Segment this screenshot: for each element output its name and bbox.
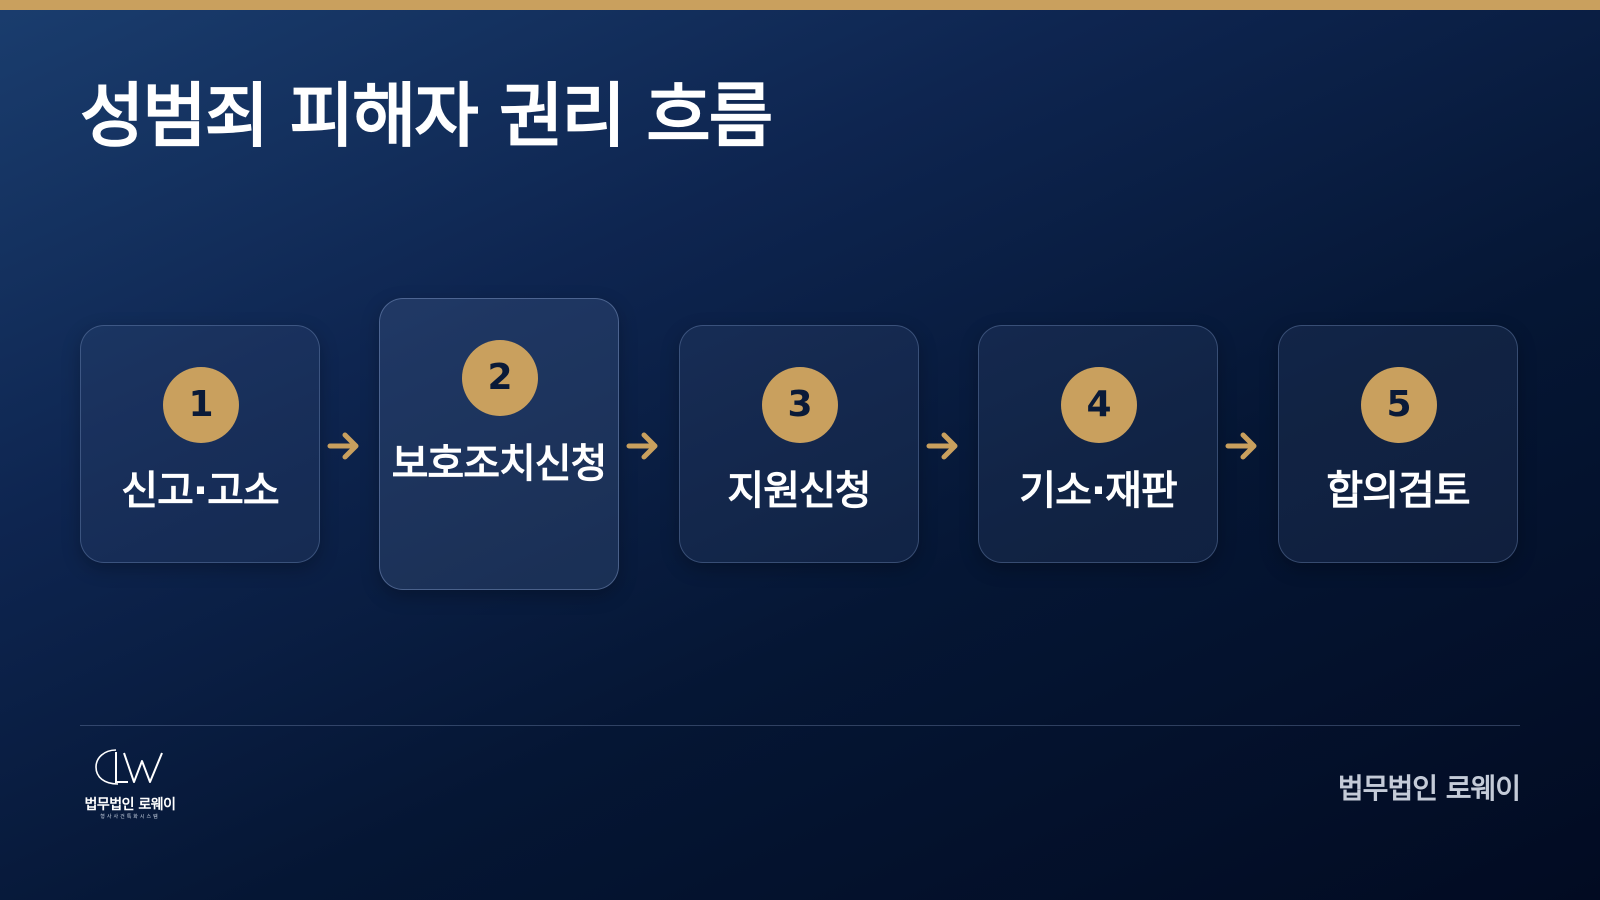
firm-logo: 법무법인 로웨이 형사사건특화시스템 bbox=[78, 744, 182, 824]
step-card-5: 5 합의검토 bbox=[1278, 325, 1518, 563]
step-label: 지원신청 bbox=[727, 468, 871, 514]
step-card-1: 1 신고·고소 bbox=[80, 325, 320, 563]
step-label: 합의검토 bbox=[1326, 468, 1470, 514]
step-number-badge: 2 bbox=[462, 340, 538, 416]
process-flow: 1 신고·고소 2 보호조치신청 3 지원신청 4 기소·재판 5 합의검토 bbox=[80, 298, 1520, 593]
arrow-right-icon bbox=[626, 432, 658, 460]
arrow-right-icon bbox=[926, 432, 958, 460]
lw-monogram-icon bbox=[95, 749, 163, 785]
logo-tagline: 형사사건특화시스템 bbox=[100, 814, 160, 820]
slide-title: 성범죄 피해자 권리 흐름 bbox=[80, 75, 773, 157]
step-card-2: 2 보호조치신청 bbox=[379, 298, 619, 590]
step-label: 기소·재판 bbox=[1019, 468, 1177, 514]
step-label: 보호조치신청 bbox=[391, 441, 608, 487]
logo-firm-name: 법무법인 로웨이 bbox=[84, 797, 176, 813]
top-accent-bar bbox=[0, 0, 1600, 10]
step-card-4: 4 기소·재판 bbox=[978, 325, 1218, 563]
step-label: 신고·고소 bbox=[121, 468, 279, 514]
arrow-right-icon bbox=[1225, 432, 1257, 460]
step-card-3: 3 지원신청 bbox=[679, 325, 919, 563]
step-number-badge: 3 bbox=[762, 367, 838, 443]
step-number-badge: 1 bbox=[163, 367, 239, 443]
footer-firm-name: 법무법인 로웨이 bbox=[1337, 772, 1521, 805]
step-number-badge: 5 bbox=[1361, 367, 1437, 443]
step-number-badge: 4 bbox=[1061, 367, 1137, 443]
arrow-right-icon bbox=[327, 432, 359, 460]
footer-divider bbox=[80, 725, 1520, 726]
